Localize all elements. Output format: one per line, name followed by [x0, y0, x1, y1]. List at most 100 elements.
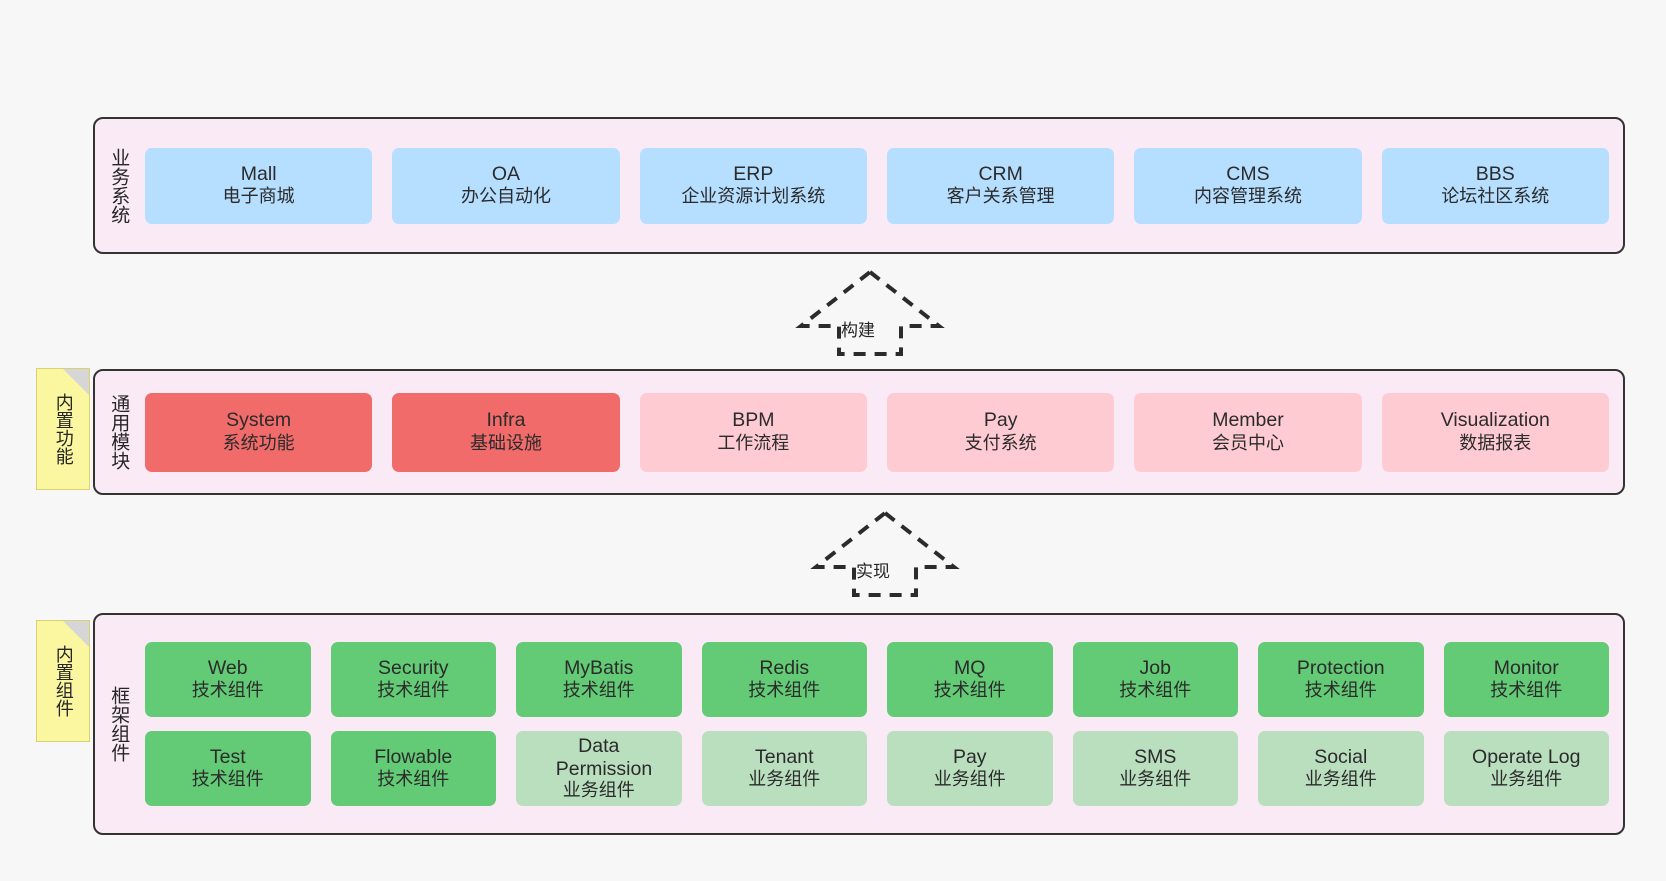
node-social-title: Social	[1314, 745, 1368, 768]
node-system-title: System	[226, 409, 292, 432]
node-sms-subtitle: 业务组件	[1119, 769, 1192, 790]
node-social-subtitle: 业务组件	[1304, 769, 1377, 790]
node-mall[interactable]: Mall 电子商城	[145, 147, 373, 224]
node-oa-title: OA	[491, 162, 521, 185]
connector-build-shape	[795, 269, 945, 356]
node-mq-title: MQ	[954, 656, 986, 679]
node-erp-title: ERP	[733, 162, 774, 185]
connector-build: 构建	[795, 268, 945, 358]
node-infra-title: Infra	[486, 409, 526, 432]
node-data-permission-subtitle: 业务组件	[562, 779, 635, 800]
node-mall-subtitle: 电子商城	[222, 186, 295, 207]
node-web-title: Web	[207, 656, 248, 679]
node-cms-title: CMS	[1226, 162, 1270, 185]
node-flowable[interactable]: Flowable 技术组件	[330, 731, 496, 806]
node-security[interactable]: Security 技术组件	[330, 642, 496, 717]
node-member-subtitle: 会员中心	[1211, 432, 1284, 453]
node-crm-title: CRM	[978, 162, 1023, 185]
node-infra[interactable]: Infra 基础设施	[392, 392, 620, 472]
node-visualization-subtitle: 数据报表	[1459, 432, 1532, 453]
node-mybatis-subtitle: 技术组件	[562, 680, 635, 701]
note-fold-corner-icon	[63, 369, 89, 395]
layer-business-title: 业务系统	[108, 147, 130, 224]
node-erp-subtitle: 企业资源计划系统	[681, 186, 826, 207]
node-monitor-title: Monitor	[1493, 656, 1559, 679]
node-operate-log-title: Operate Log	[1472, 745, 1581, 768]
node-data-permission[interactable]: Data Permission 业务组件	[516, 731, 682, 806]
layer-business-body: Mall 电子商城 OA 办公自动化 ERP 企业资源计划系统 CRM 客户关系…	[141, 119, 1623, 252]
node-sms-title: SMS	[1134, 745, 1177, 768]
node-bpm[interactable]: BPM 工作流程	[639, 392, 867, 472]
node-visualization[interactable]: Visualization 数据报表	[1381, 392, 1609, 472]
node-redis-title: Redis	[759, 656, 810, 679]
note-builtin-components: 内置组件	[36, 620, 90, 742]
node-infra-subtitle: 基础设施	[469, 432, 542, 453]
node-sms[interactable]: SMS 业务组件	[1072, 731, 1238, 806]
layer-modules-title: 通用模块	[108, 394, 130, 470]
node-social[interactable]: Social 业务组件	[1258, 731, 1424, 806]
layer-modules-row: System 系统功能 Infra 基础设施 BPM 工作流程 Pay 支付系统…	[145, 392, 1609, 472]
node-security-title: Security	[378, 656, 449, 679]
node-erp[interactable]: ERP 企业资源计划系统	[639, 147, 867, 224]
node-web-subtitle: 技术组件	[191, 680, 264, 701]
node-system-subtitle: 系统功能	[222, 432, 295, 453]
node-redis[interactable]: Redis 技术组件	[701, 642, 867, 717]
node-job-title: Job	[1139, 656, 1171, 679]
connector-implement-shape	[810, 510, 960, 597]
node-test-title: Test	[209, 745, 246, 768]
layer-modules-body: System 系统功能 Infra 基础设施 BPM 工作流程 Pay 支付系统…	[141, 371, 1623, 493]
node-bbs-title: BBS	[1475, 162, 1515, 185]
node-crm-subtitle: 客户关系管理	[946, 186, 1055, 207]
node-security-subtitle: 技术组件	[377, 680, 450, 701]
node-member[interactable]: Member 会员中心	[1134, 392, 1362, 472]
node-cms[interactable]: CMS 内容管理系统	[1134, 147, 1362, 224]
connector-implement-label: 实现	[856, 562, 890, 581]
node-test[interactable]: Test 技术组件	[145, 731, 311, 806]
node-visualization-title: Visualization	[1440, 409, 1550, 432]
node-monitor[interactable]: Monitor 技术组件	[1443, 642, 1609, 717]
node-crm[interactable]: CRM 客户关系管理	[886, 147, 1115, 224]
node-data-permission-title: Data Permission	[555, 735, 653, 780]
layer-framework-body: Web 技术组件 Security 技术组件 MyBatis 技术组件 Redi…	[141, 615, 1623, 833]
node-monitor-subtitle: 技术组件	[1490, 680, 1563, 701]
layer-business-row: Mall 电子商城 OA 办公自动化 ERP 企业资源计划系统 CRM 客户关系…	[145, 147, 1609, 224]
node-bpm-title: BPM	[732, 409, 775, 432]
node-mq[interactable]: MQ 技术组件	[887, 642, 1053, 717]
node-member-title: Member	[1212, 409, 1284, 432]
node-system[interactable]: System 系统功能	[145, 392, 373, 472]
node-pay-module-title: Pay	[983, 409, 1018, 432]
node-mybatis[interactable]: MyBatis 技术组件	[516, 642, 682, 717]
node-operate-log[interactable]: Operate Log 业务组件	[1443, 731, 1609, 806]
layer-business: 业务系统 Mall 电子商城 OA 办公自动化 ERP 企业资源计划系统 CRM…	[93, 117, 1625, 254]
layer-framework-row-tech: Web 技术组件 Security 技术组件 MyBatis 技术组件 Redi…	[145, 642, 1609, 717]
node-pay-component-subtitle: 业务组件	[933, 769, 1006, 790]
node-test-subtitle: 技术组件	[191, 769, 264, 790]
node-flowable-subtitle: 技术组件	[377, 769, 450, 790]
node-bbs[interactable]: BBS 论坛社区系统	[1381, 147, 1609, 224]
node-oa-subtitle: 办公自动化	[460, 186, 551, 207]
node-protection[interactable]: Protection 技术组件	[1258, 642, 1424, 717]
node-tenant-subtitle: 业务组件	[748, 769, 821, 790]
layer-framework: 框架组件 Web 技术组件 Security 技术组件 MyBatis 技术组件…	[93, 613, 1625, 835]
node-pay-component[interactable]: Pay 业务组件	[887, 731, 1053, 806]
node-cms-subtitle: 内容管理系统	[1193, 186, 1302, 207]
node-mq-subtitle: 技术组件	[933, 680, 1006, 701]
connector-build-label: 构建	[841, 321, 875, 340]
note-builtin-features-label: 内置功能	[53, 393, 74, 465]
node-bbs-subtitle: 论坛社区系统	[1441, 186, 1550, 207]
node-protection-title: Protection	[1296, 656, 1385, 679]
layer-framework-title: 框架组件	[108, 686, 130, 762]
node-mybatis-title: MyBatis	[564, 656, 634, 679]
node-job[interactable]: Job 技术组件	[1072, 642, 1238, 717]
node-pay-component-title: Pay	[952, 745, 987, 768]
node-protection-subtitle: 技术组件	[1304, 680, 1377, 701]
node-job-subtitle: 技术组件	[1119, 680, 1192, 701]
node-pay-module[interactable]: Pay 支付系统	[886, 392, 1115, 472]
node-oa[interactable]: OA 办公自动化	[392, 147, 620, 224]
note-builtin-features: 内置功能	[36, 368, 90, 490]
node-flowable-title: Flowable	[374, 745, 453, 768]
node-bpm-subtitle: 工作流程	[717, 432, 790, 453]
node-web[interactable]: Web 技术组件	[145, 642, 311, 717]
node-tenant[interactable]: Tenant 业务组件	[701, 731, 867, 806]
